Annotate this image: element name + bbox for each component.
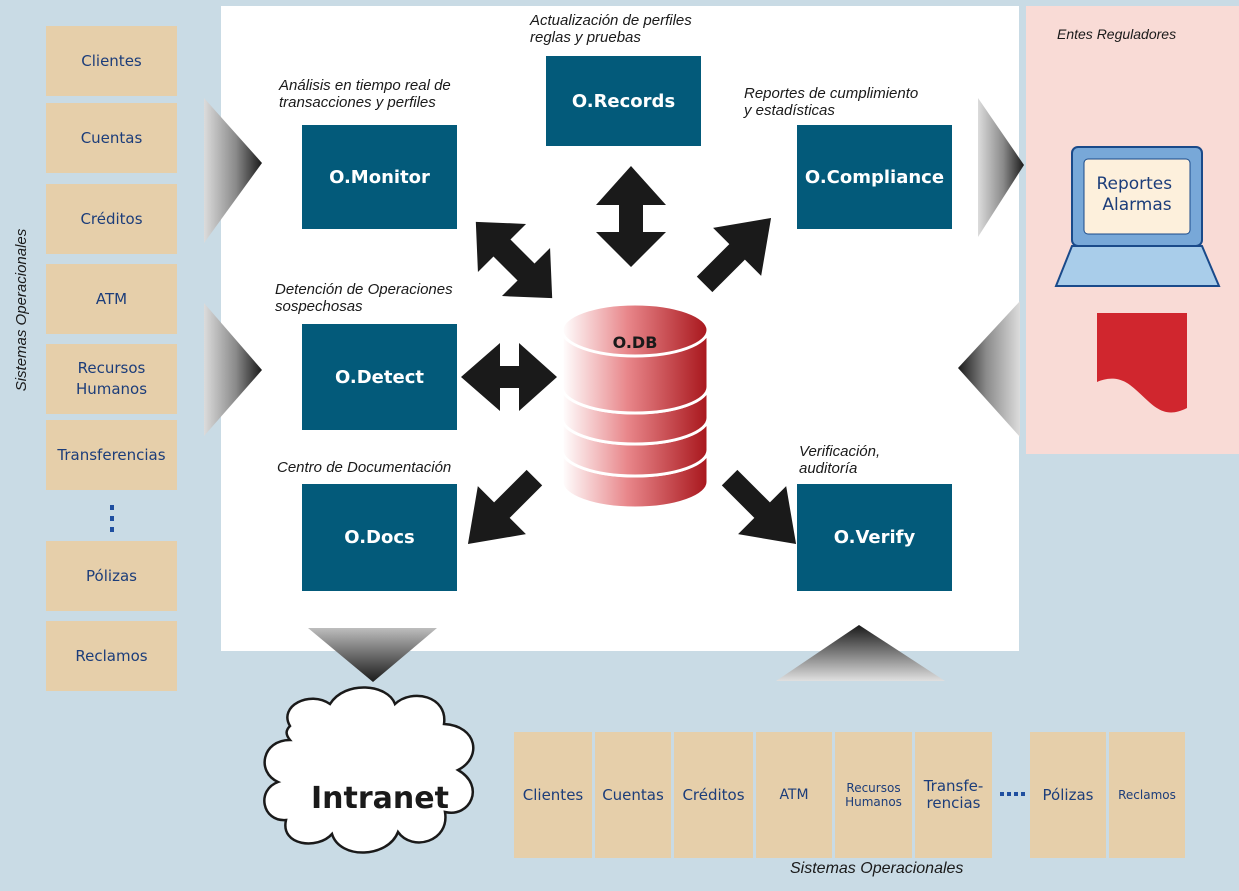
chevron-up-icon: [776, 625, 945, 681]
bottom-system-atm: ATM: [756, 732, 832, 858]
caption-detect: Detención de Operaciones sospechosas: [275, 281, 453, 315]
arrow-detect-icon: [461, 343, 557, 411]
intranet-label: Intranet: [311, 781, 449, 816]
left-system-cuentas: Cuentas: [46, 103, 177, 173]
bottom-ellipsis-dots: [1000, 792, 1025, 796]
bottom-system-creditos: Créditos: [674, 732, 753, 858]
module-o-docs: O.Docs: [302, 484, 457, 591]
caption-monitor: Análisis en tiempo real de transacciones…: [279, 77, 451, 111]
chevron-left-top-icon: [204, 98, 262, 243]
caption-docs: Centro de Documentación: [277, 459, 452, 476]
module-o-records: O.Records: [546, 56, 701, 146]
left-ellipsis-dots: [110, 505, 114, 532]
arrow-verify-icon: [721, 469, 797, 545]
left-system-creditos: Créditos: [46, 184, 177, 254]
module-o-verify: O.Verify: [797, 484, 952, 591]
bottom-system-polizas: Pólizas: [1030, 732, 1106, 858]
chevron-down-icon: [308, 628, 437, 682]
caption-verify: Verificación, auditoría: [799, 443, 881, 477]
bottom-system-reclamos: Reclamos: [1109, 732, 1185, 858]
left-system-atm: ATM: [46, 264, 177, 334]
module-o-detect: O.Detect: [302, 324, 457, 430]
arrow-docs-icon: [467, 469, 543, 545]
bottom-system-rrhh: Recursos Humanos: [835, 732, 912, 858]
left-system-clientes: Clientes: [46, 26, 177, 96]
chevron-left-bottom-icon: [204, 303, 262, 436]
regulators-title: Entes Reguladores: [1057, 26, 1177, 42]
arrow-records-icon: [596, 166, 666, 267]
arrow-compliance-icon: [696, 217, 772, 293]
bottom-system-transferencias: Transfe- rencias: [915, 732, 992, 858]
caption-compliance: Reportes de cumplimiento y estadísticas: [744, 85, 919, 119]
left-system-rrhh: Recursos Humanos: [46, 344, 177, 414]
database-icon: [560, 302, 710, 510]
chevron-right-bottom-icon: [958, 301, 1020, 437]
caption-records: Actualización de perfiles reglas y prueb…: [530, 12, 692, 46]
laptop-icon: [1054, 146, 1221, 287]
db-label: O.DB: [613, 333, 658, 352]
intranet-cloud-icon: [263, 686, 475, 854]
left-system-polizas: Pólizas: [46, 541, 177, 611]
arrow-monitor-icon: [475, 221, 553, 299]
bottom-systems-label: Sistemas Operacionales: [790, 860, 964, 877]
bottom-system-clientes: Clientes: [514, 732, 592, 858]
chevron-right-top-icon: [978, 98, 1024, 237]
laptop-screen-text: Reportes Alarmas: [1096, 174, 1177, 215]
module-o-compliance: O.Compliance: [797, 125, 952, 229]
bottom-system-cuentas: Cuentas: [595, 732, 671, 858]
module-o-monitor: O.Monitor: [302, 125, 457, 229]
left-system-reclamos: Reclamos: [46, 621, 177, 691]
left-system-transferencias: Transferencias: [46, 420, 177, 490]
report-document-icon: [1097, 313, 1187, 413]
